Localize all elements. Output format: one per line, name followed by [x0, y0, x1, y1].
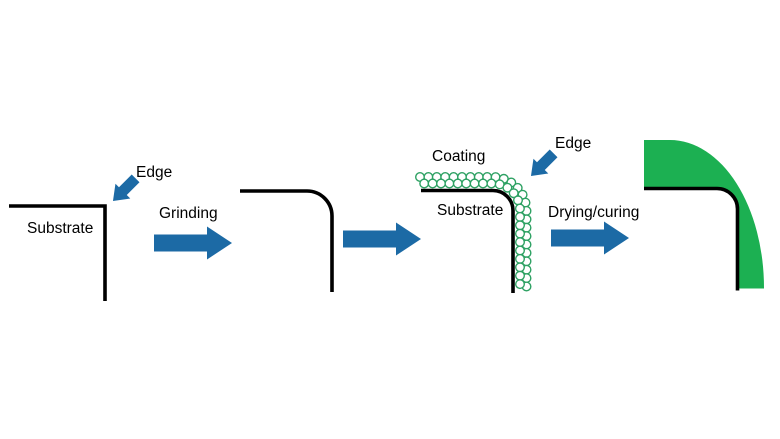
coating-particle — [444, 178, 455, 189]
coating-particle — [452, 178, 463, 189]
coating-particle — [515, 228, 526, 239]
edge-pointer-arrow-1 — [112, 174, 140, 202]
coating-particle — [515, 279, 526, 290]
coating-particle — [427, 178, 438, 189]
coating-label: Coating — [432, 148, 485, 165]
coating-particle — [486, 178, 497, 189]
coating-particle — [461, 178, 472, 189]
coating-particle — [515, 270, 526, 281]
substrate-coated-corner-line — [421, 188, 515, 293]
coating-particle — [478, 178, 489, 189]
coating-particle — [508, 188, 519, 199]
drying-curing-label: Drying/curing — [548, 204, 639, 221]
coating-particle — [515, 245, 526, 256]
coating-particle — [502, 182, 513, 193]
edge-label-1: Edge — [136, 164, 172, 181]
coating-particle — [515, 262, 526, 273]
substrate-label-1: Substrate — [27, 220, 93, 237]
coating-step-arrow — [343, 222, 421, 256]
coating-particle — [515, 220, 526, 231]
coating-particle — [514, 203, 525, 214]
coating-particles — [415, 171, 532, 292]
coating-particle — [419, 178, 430, 189]
coating-particle — [513, 195, 524, 206]
edge-label-2: Edge — [555, 135, 591, 152]
coating-particle — [515, 211, 526, 222]
coating-particle — [515, 237, 526, 248]
edge-pointer-arrow-2 — [530, 149, 558, 177]
substrate-final-corner-line — [644, 186, 740, 291]
coating-particle — [436, 178, 447, 189]
substrate-label-2: Substrate — [437, 202, 503, 219]
coating-particle — [469, 178, 480, 189]
grinding-label: Grinding — [159, 205, 218, 222]
substrate-sharp-corner-line — [9, 204, 107, 301]
coating-particle — [515, 253, 526, 264]
cured-coating-shape — [644, 140, 765, 289]
drying-arrow — [551, 221, 629, 255]
grinding-arrow — [154, 226, 232, 260]
substrate-rounded-corner-line — [240, 189, 334, 292]
